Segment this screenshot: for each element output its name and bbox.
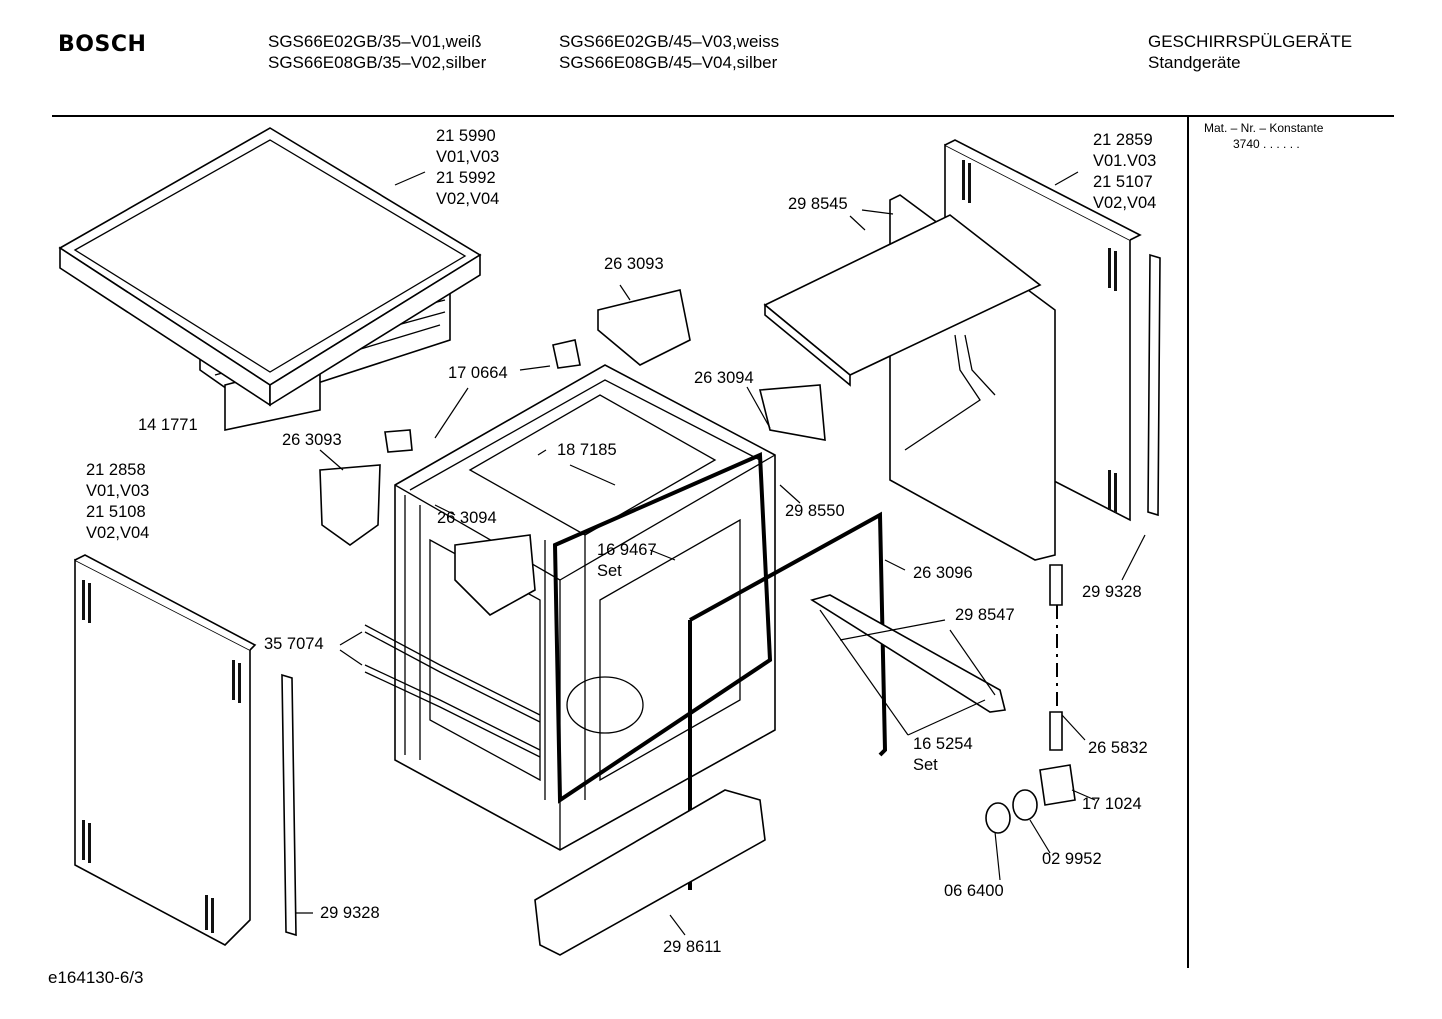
- label-left-panel: 21 2858 V01,V03 21 5108 V02,V04: [86, 460, 149, 544]
- label-165254: 16 5254 Set: [913, 734, 973, 776]
- subcategory: Standgeräte: [1148, 53, 1241, 72]
- label-141771: 14 1771: [138, 416, 198, 434]
- label-187185: 18 7185: [557, 441, 617, 459]
- category-title: GESCHIRRSPÜLGERÄTE Standgeräte: [1148, 31, 1352, 73]
- model-line: SGS66E08GB/45–V04,silber: [559, 53, 778, 72]
- label-line: V01.V03: [1093, 152, 1157, 170]
- rear-panel-part: [763, 194, 1056, 561]
- label-265832: 26 5832: [1088, 739, 1148, 757]
- model-line: SGS66E02GB/45–V03,weiss: [559, 32, 780, 51]
- label-line: 16 9467: [597, 541, 657, 559]
- clip-part: [319, 464, 381, 546]
- label-263093-left: 26 3093: [282, 431, 342, 449]
- label-line: 21 5990: [436, 127, 496, 145]
- tub-cabinet-part: [394, 364, 776, 851]
- label-line: V02,V04: [86, 524, 150, 542]
- door-seal-part: [552, 452, 773, 804]
- label-263094-mid: 26 3094: [437, 509, 497, 527]
- label-line: Set: [913, 756, 938, 774]
- mat-nr-value: 3740 . . . . . .: [1233, 137, 1300, 151]
- label-line: 16 5254: [913, 735, 973, 753]
- model-line: SGS66E08GB/35–V02,silber: [268, 53, 487, 72]
- label-298547: 29 8547: [955, 606, 1015, 624]
- label-top-cover: 21 5990 V01,V03 21 5992 V02,V04: [436, 126, 499, 210]
- category: GESCHIRRSPÜLGERÄTE: [1148, 32, 1353, 51]
- elbow-part: [1039, 764, 1076, 806]
- label-line: 21 5992: [436, 169, 496, 187]
- label-298545: 29 8545: [788, 195, 848, 213]
- hose-part: [1049, 711, 1063, 751]
- label-029952: 02 9952: [1042, 850, 1102, 868]
- label-line: V02,V04: [1093, 194, 1157, 212]
- label-line: 21 5108: [86, 503, 146, 521]
- label-298550: 29 8550: [785, 502, 845, 520]
- label-171024: 17 1024: [1082, 795, 1142, 813]
- label-line: 21 2858: [86, 461, 146, 479]
- label-line: V01,V03: [86, 482, 150, 500]
- plinth-part: [534, 789, 766, 956]
- label-line: Set: [597, 562, 622, 580]
- nut-part: [985, 802, 1011, 834]
- model-list-1: SGS66E02GB/35–V01,weiß SGS66E08GB/35–V02…: [268, 31, 486, 73]
- model-list-2: SGS66E02GB/45–V03,weiss SGS66E08GB/45–V0…: [559, 31, 779, 73]
- label-line: V02,V04: [436, 190, 500, 208]
- clip-part: [758, 384, 826, 441]
- ring-part: [1012, 789, 1038, 821]
- rail-part: [364, 664, 541, 758]
- label-298611: 29 8611: [663, 938, 722, 956]
- label-263093-top: 26 3093: [604, 255, 664, 273]
- leader-lines: [296, 171, 1146, 936]
- label-right-panel: 21 2859 V01.V03 21 5107 V02,V04: [1093, 130, 1156, 214]
- label-357074: 35 7074: [264, 635, 324, 653]
- label-170664: 17 0664: [448, 364, 508, 382]
- brand-logo: BOSCH: [58, 32, 147, 57]
- label-263094-top: 26 3094: [694, 369, 754, 387]
- label-line: 21 5107: [1093, 173, 1153, 191]
- label-299328-right: 29 9328: [1082, 583, 1142, 601]
- left-side-panel-part: [74, 554, 257, 946]
- bracket-part: [384, 429, 413, 453]
- label-169467: 16 9467 Set: [597, 540, 657, 582]
- top-cover-part: [58, 127, 482, 431]
- label-line: 21 2859: [1093, 131, 1153, 149]
- label-299328-left: 29 9328: [320, 904, 380, 922]
- mat-nr-label: Mat. – Nr. – Konstante: [1204, 121, 1324, 135]
- clip-part: [597, 289, 691, 366]
- label-line: V01,V03: [436, 148, 500, 166]
- clip-part: [454, 534, 536, 616]
- right-edge-strip-part: [1147, 253, 1161, 517]
- spray-arm-part: [810, 594, 1006, 713]
- label-263096: 26 3096: [913, 564, 973, 582]
- model-line: SGS66E02GB/35–V01,weiß: [268, 32, 482, 51]
- left-edge-strip-part: [281, 673, 297, 937]
- drawing-id: e164130-6/3: [48, 968, 144, 987]
- rail-part: [364, 624, 541, 723]
- label-066400: 06 6400: [944, 882, 1004, 900]
- hose-part: [1049, 564, 1063, 606]
- bracket-part: [552, 339, 581, 369]
